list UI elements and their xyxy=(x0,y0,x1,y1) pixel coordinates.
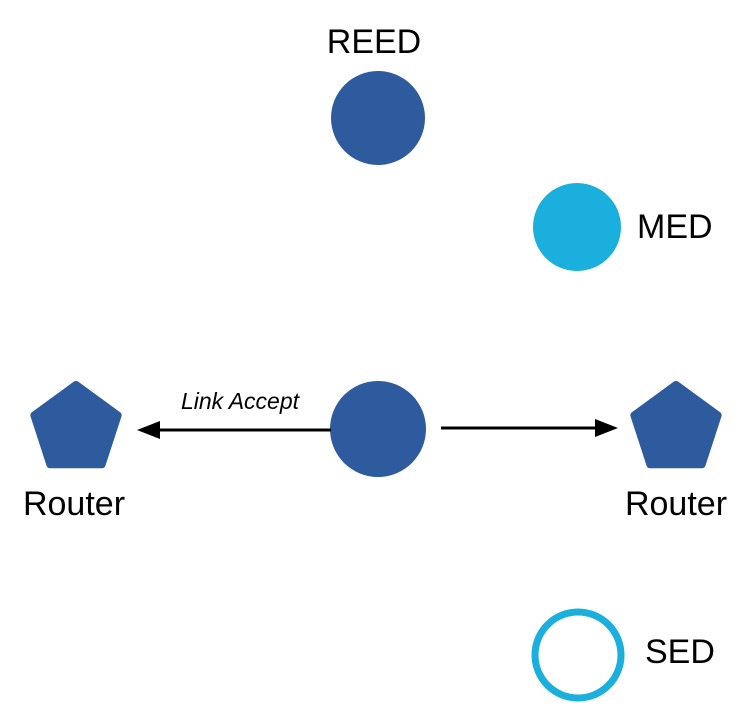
router-right-label: Router xyxy=(624,485,728,523)
med-node-circle xyxy=(533,183,621,271)
router-left-pentagon xyxy=(30,381,122,469)
central-node-circle xyxy=(330,381,426,477)
right-arrowhead-icon xyxy=(595,419,618,437)
sed-node-ring xyxy=(531,608,625,702)
reed-node-circle xyxy=(331,71,425,165)
router-left-label: Router xyxy=(22,485,126,523)
left-arrowhead-icon xyxy=(137,421,160,439)
link-accept-label: Link Accept xyxy=(180,388,300,414)
router-right-pentagon xyxy=(630,381,722,469)
sed-label: SED xyxy=(645,633,715,671)
reed-label: REED xyxy=(326,23,422,61)
med-label: MED xyxy=(637,208,713,246)
